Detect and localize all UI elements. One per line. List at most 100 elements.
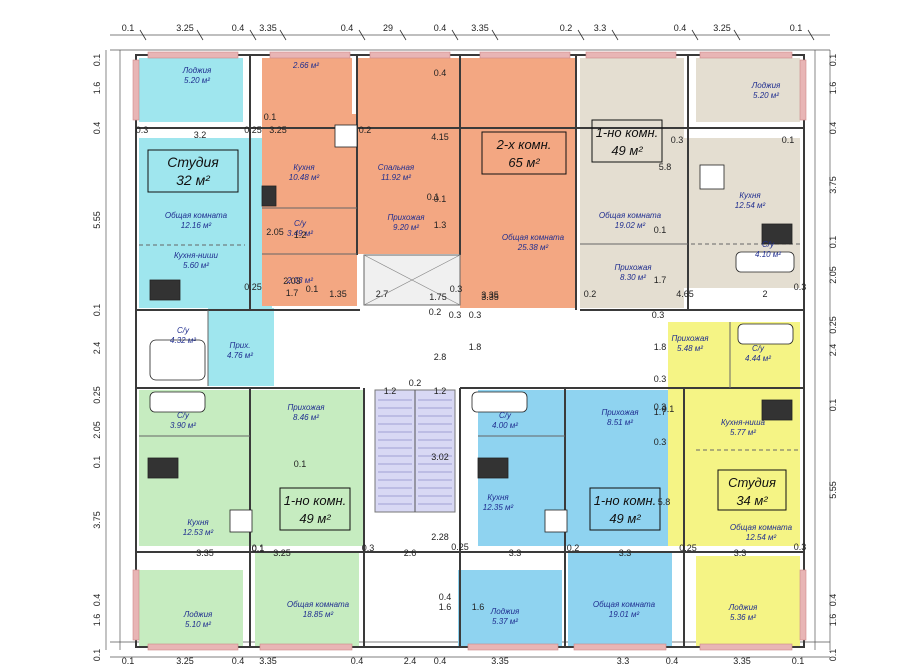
room-name: Кухня-ниши <box>174 251 218 260</box>
dim-left: 3.75 <box>92 511 102 529</box>
apartment-box <box>717 469 787 511</box>
inner-dim: 0.25 <box>679 543 697 553</box>
inner-dim: 1.8 <box>654 342 667 352</box>
room-area: 4.44 м² <box>745 354 771 363</box>
dimension-lines <box>105 34 831 658</box>
room-area: 11.92 м² <box>381 173 411 182</box>
dim-bottom: 0.4 <box>232 656 245 666</box>
inner-dim: 3.3 <box>619 548 632 558</box>
room-area: 12.54 м² <box>735 201 766 210</box>
room-name: С/у <box>177 326 190 335</box>
inner-dim: 1.6 <box>472 602 485 612</box>
room-name: С/у <box>752 344 765 353</box>
dim-bottom: 0.4 <box>666 656 679 666</box>
staircase <box>363 254 461 513</box>
fill-oneroom-br-room <box>568 552 672 646</box>
dim-tick <box>491 29 499 41</box>
room-name: С/у <box>499 411 512 420</box>
room-name: Лоджия <box>490 607 520 616</box>
inner-dim: 2.6 <box>404 548 417 558</box>
fill-oneroom-bl-room <box>255 552 359 646</box>
inner-dim: 1.75 <box>429 292 447 302</box>
apartment-area: 32 м² <box>176 172 211 188</box>
inner-dim: 0.3 <box>794 542 807 552</box>
inner-dim: 0.25 <box>244 125 262 135</box>
room-area: 5.77 м² <box>730 428 756 437</box>
room-area: 12.16 м² <box>181 221 212 230</box>
dim-left: 0.1 <box>92 456 102 469</box>
inner-dim: 0.1 <box>782 135 795 145</box>
dim-bottom: 3.25 <box>176 656 194 666</box>
room-name: Кухня <box>293 163 315 172</box>
dim-right: 0.1 <box>828 399 838 412</box>
inner-dim: 1.7 <box>286 288 299 298</box>
dim-right: 0.1 <box>828 54 838 67</box>
room-name: Общая комната <box>502 233 565 242</box>
dim-right: 5.55 <box>828 481 838 499</box>
dim-top: 0.4 <box>434 23 447 33</box>
inner-dim: 4.15 <box>431 132 449 142</box>
inner-dim: 0.4 <box>439 592 452 602</box>
inner-dim: 0.1 <box>654 225 667 235</box>
dim-tick <box>733 29 741 41</box>
dim-right: 0.25 <box>828 316 838 334</box>
fill-oneroom-br-loggia <box>458 570 562 646</box>
inner-dim: 1.35 <box>329 289 347 299</box>
room-area: 19.02 м² <box>615 221 646 230</box>
room-area: 2.03 м² <box>286 276 313 285</box>
dim-tick <box>451 29 459 41</box>
room-name: Общая комната <box>593 600 656 609</box>
dim-left: 0.1 <box>92 304 102 317</box>
dim-top: 3.3 <box>594 23 607 33</box>
dim-right: 2.05 <box>828 266 838 284</box>
inner-dim: 0.2 <box>359 125 372 135</box>
room-name: Лоджия <box>728 603 758 612</box>
room-name: Прихожая <box>601 408 639 417</box>
dim-top: 0.1 <box>122 23 135 33</box>
apartment-area: 49 м² <box>609 511 641 526</box>
room-name: Общая комната <box>730 523 793 532</box>
dim-right: 1.6 <box>828 614 838 627</box>
inner-dim: 0.2 <box>567 543 580 553</box>
inner-dim: 2.03 <box>283 276 301 286</box>
room-area: 3.90 м² <box>170 421 196 430</box>
dim-left: 1.6 <box>92 82 102 95</box>
fill-studio-right-a <box>668 322 800 546</box>
apartment-name: 2-х комн. <box>496 137 552 152</box>
dim-top: 0.2 <box>560 23 573 33</box>
room-area: 9.20 м² <box>393 223 419 232</box>
dim-tick <box>249 29 257 41</box>
inner-dim: 1.7 <box>654 275 667 285</box>
inner-dim: 3.3 <box>734 548 747 558</box>
room-area: 5.37 м² <box>492 617 518 626</box>
room-area: 19.01 м² <box>609 610 640 619</box>
room-name: С/у <box>762 240 775 249</box>
dim-left: 0.4 <box>92 122 102 135</box>
fill-oneroom-bl-loggia <box>139 570 243 646</box>
inner-dim: 3.25 <box>273 548 291 558</box>
dim-left: 0.1 <box>92 54 102 67</box>
room-area: 5.10 м² <box>185 620 211 629</box>
dim-tick <box>139 29 147 41</box>
room-area: 8.51 м² <box>607 418 633 427</box>
room-fills <box>139 58 800 646</box>
inner-dim: 3.2 <box>194 130 207 140</box>
dim-right: 3.75 <box>828 176 838 194</box>
room-name: С/у <box>294 219 307 228</box>
room-area: 5.60 м² <box>183 261 209 270</box>
dim-top: 0.4 <box>674 23 687 33</box>
room-name: Прихожая <box>287 403 325 412</box>
dim-top: 3.35 <box>471 23 489 33</box>
furniture <box>147 124 795 533</box>
inner-dim: 0.3 <box>654 402 667 412</box>
dim-right: 0.1 <box>828 649 838 662</box>
dim-left: 2.05 <box>92 421 102 439</box>
dim-right: 1.6 <box>828 82 838 95</box>
inner-dim: 1.6 <box>439 602 452 612</box>
dim-tick <box>807 29 815 41</box>
room-area: 4.00 м² <box>492 421 518 430</box>
room-area: 18.85 м² <box>303 610 334 619</box>
inner-dim: 0.1 <box>294 459 307 469</box>
room-area: 12.53 м² <box>183 528 214 537</box>
inner-dim: 3.35 <box>481 292 499 302</box>
